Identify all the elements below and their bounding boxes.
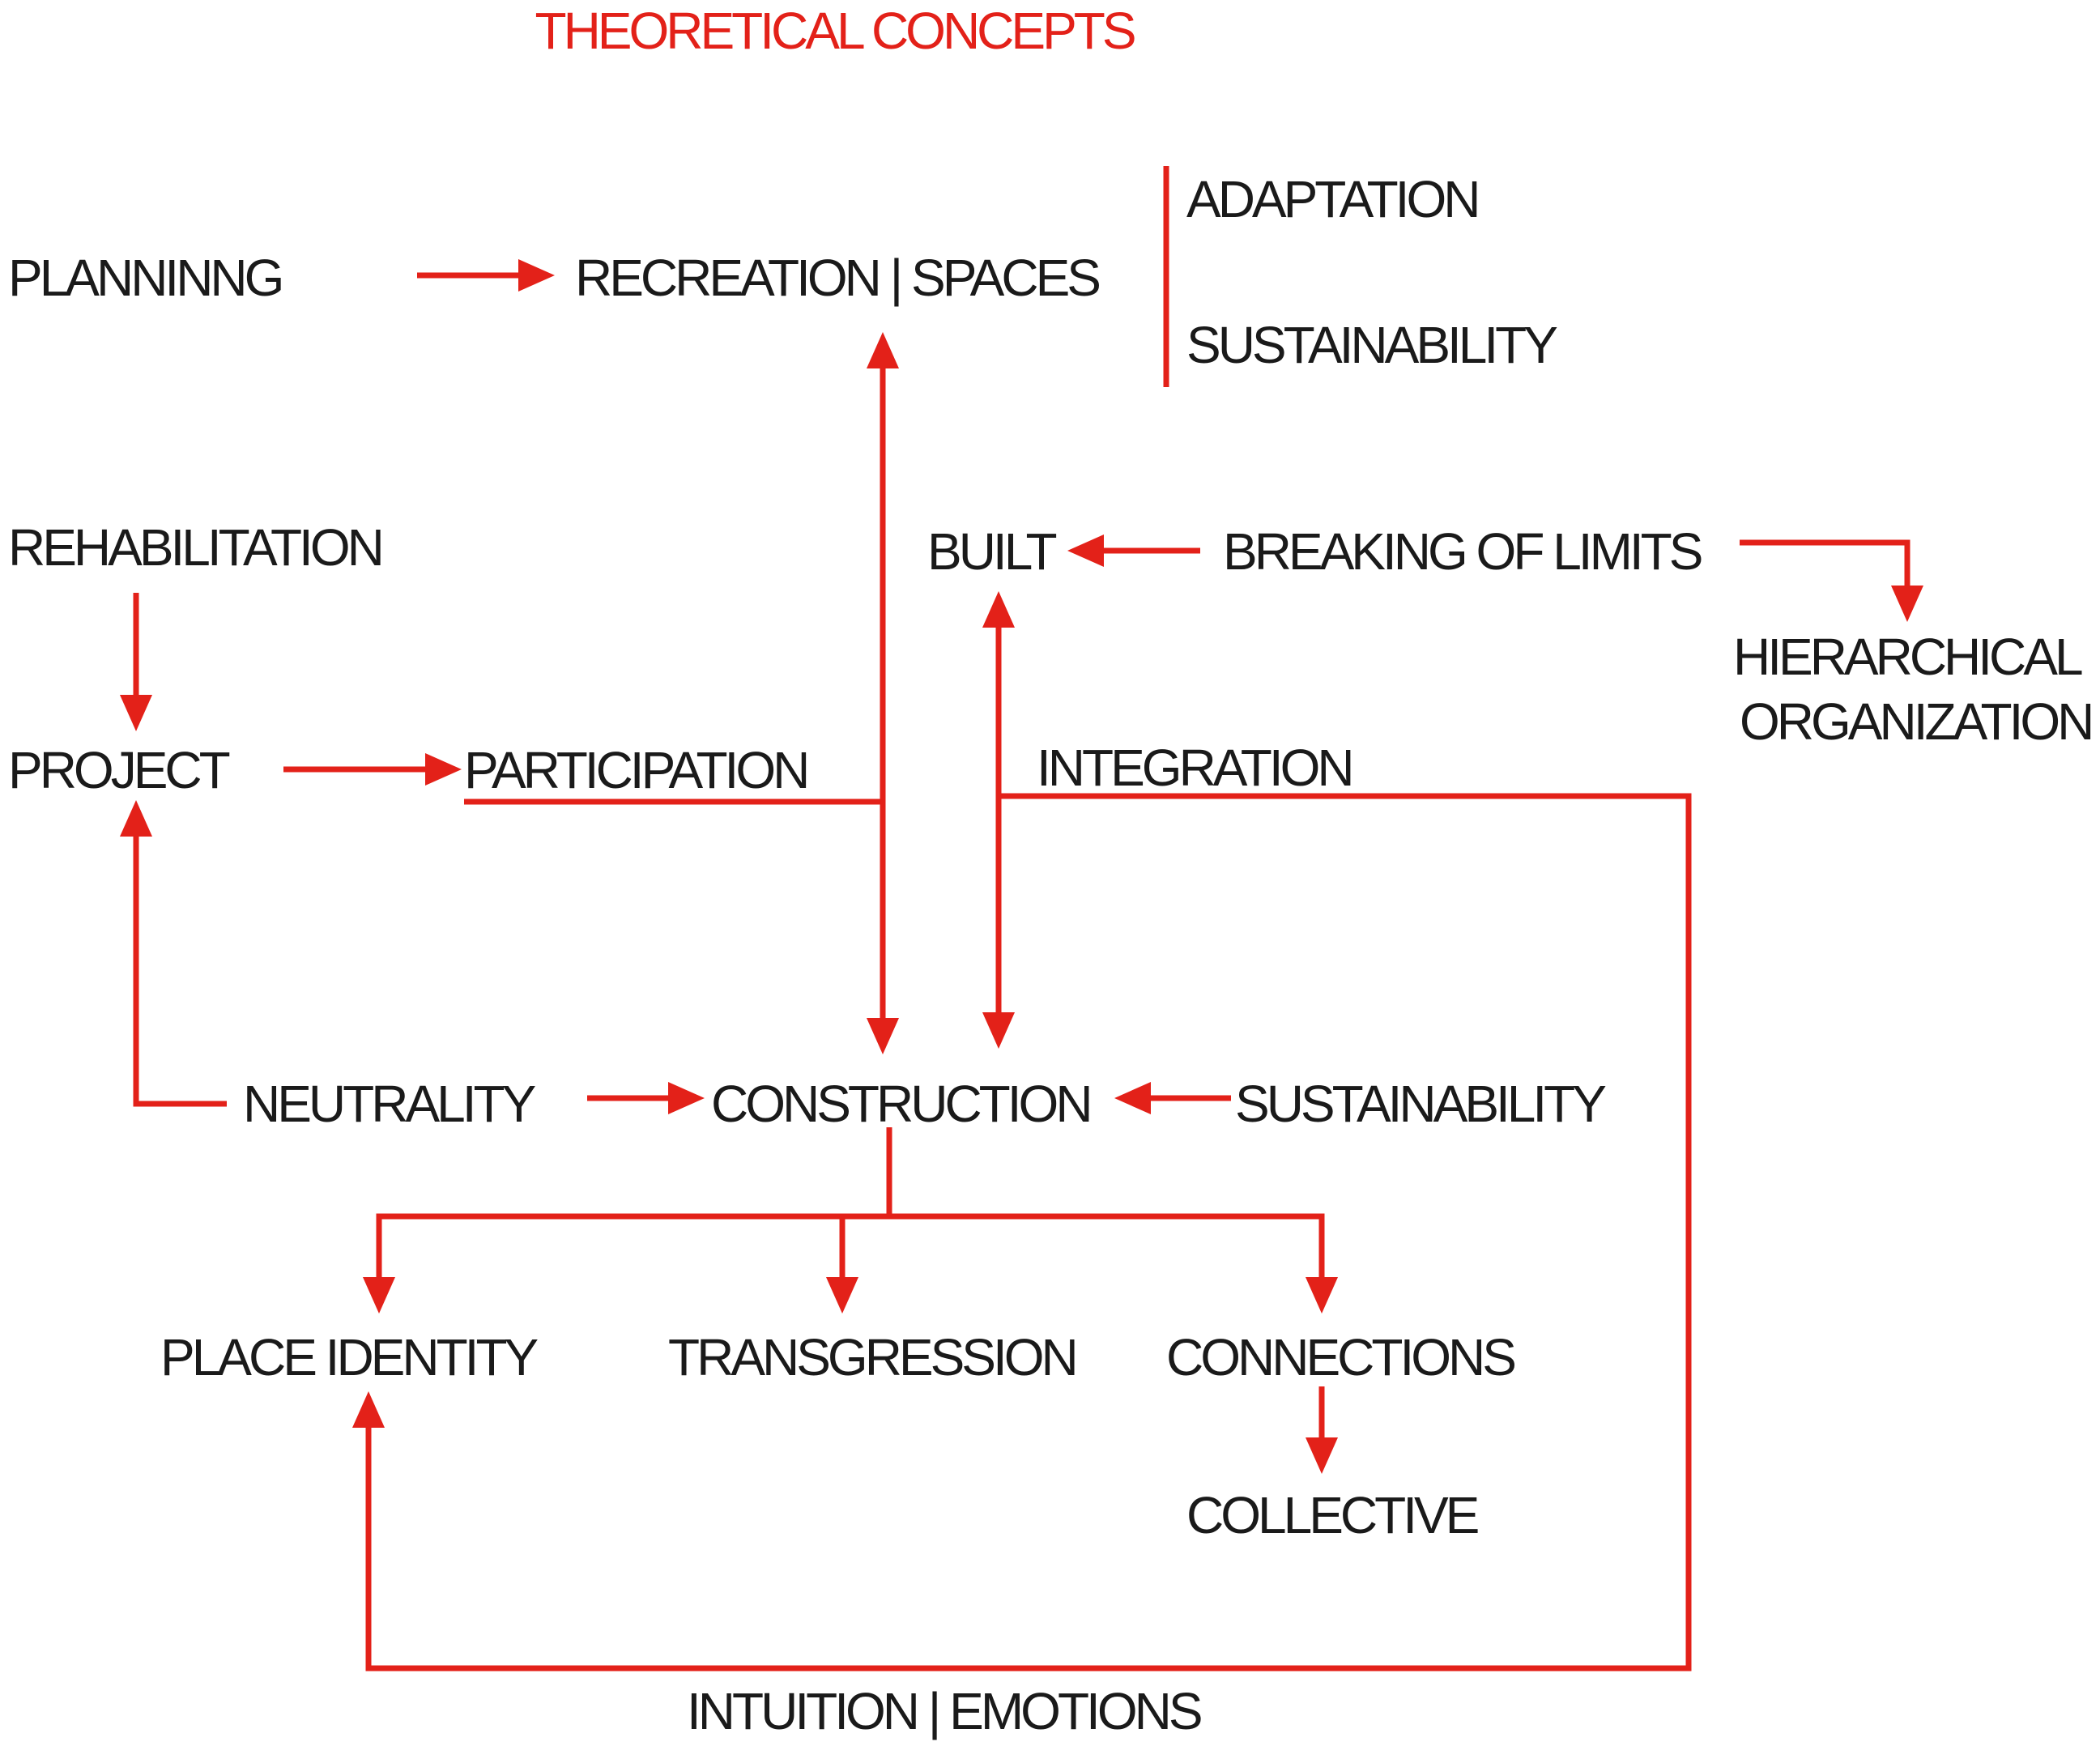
node-integration: INTEGRATION — [1037, 739, 1352, 797]
node-sustainability-mid: SUSTAINABILITY — [1235, 1075, 1606, 1133]
arrowhead — [668, 1082, 705, 1114]
arrowhead — [1891, 586, 1923, 622]
edge-breaking-hierarchical — [1740, 539, 1910, 587]
arrowhead — [425, 753, 462, 786]
node-transgression: TRANSGRESSION — [668, 1328, 1076, 1386]
node-participation: PARTICIPATION — [464, 741, 807, 799]
node-intuition-emotions: INTUITION | EMOTIONS — [687, 1682, 1201, 1740]
node-hierarchical: HIERARCHICAL — [1733, 628, 2082, 686]
arrowhead — [1067, 534, 1104, 567]
node-breaking-of-limits: BREAKING OF LIMITS — [1223, 522, 1702, 581]
arrowhead — [867, 1018, 899, 1054]
node-adaptation: ADAPTATION — [1186, 170, 1477, 228]
node-construction: CONSTRUCTION — [711, 1075, 1090, 1133]
node-neutrality: NEUTRALITY — [243, 1075, 536, 1133]
node-project: PROJECT — [8, 741, 230, 799]
arrowhead — [120, 800, 152, 837]
edge-neutrality-project — [133, 834, 227, 1107]
node-sustainability-top: SUSTAINABILITY — [1186, 316, 1557, 374]
node-built: BUILT — [927, 522, 1057, 581]
arrowhead — [518, 259, 555, 292]
node-rehabilitation: REHABILITATION — [8, 518, 381, 577]
diagram-title: THEORETICAL CONCEPTS — [535, 2, 1134, 60]
edge-integration-place-identity — [365, 793, 1692, 1671]
node-planning: PLANNINNG — [8, 249, 281, 307]
arrowhead — [1306, 1277, 1338, 1314]
arrowhead — [982, 591, 1015, 628]
node-connections: CONNECTIONS — [1166, 1328, 1514, 1386]
arrowhead — [352, 1391, 385, 1428]
arrowhead — [1114, 1082, 1151, 1114]
arrowhead — [826, 1277, 858, 1314]
arrowhead — [1306, 1437, 1338, 1474]
node-collective: COLLECTIVE — [1186, 1486, 1478, 1544]
node-organization: ORGANIZATION — [1740, 692, 2091, 751]
arrowhead — [120, 695, 152, 731]
node-recreation-spaces: RECREATION | SPACES — [575, 249, 1099, 307]
node-place-identity: PLACE IDENTITY — [160, 1328, 539, 1386]
arrowhead — [363, 1277, 395, 1314]
arrowhead — [982, 1012, 1015, 1049]
arrowhead — [867, 332, 899, 368]
edge-construction-branches — [376, 1213, 1325, 1280]
